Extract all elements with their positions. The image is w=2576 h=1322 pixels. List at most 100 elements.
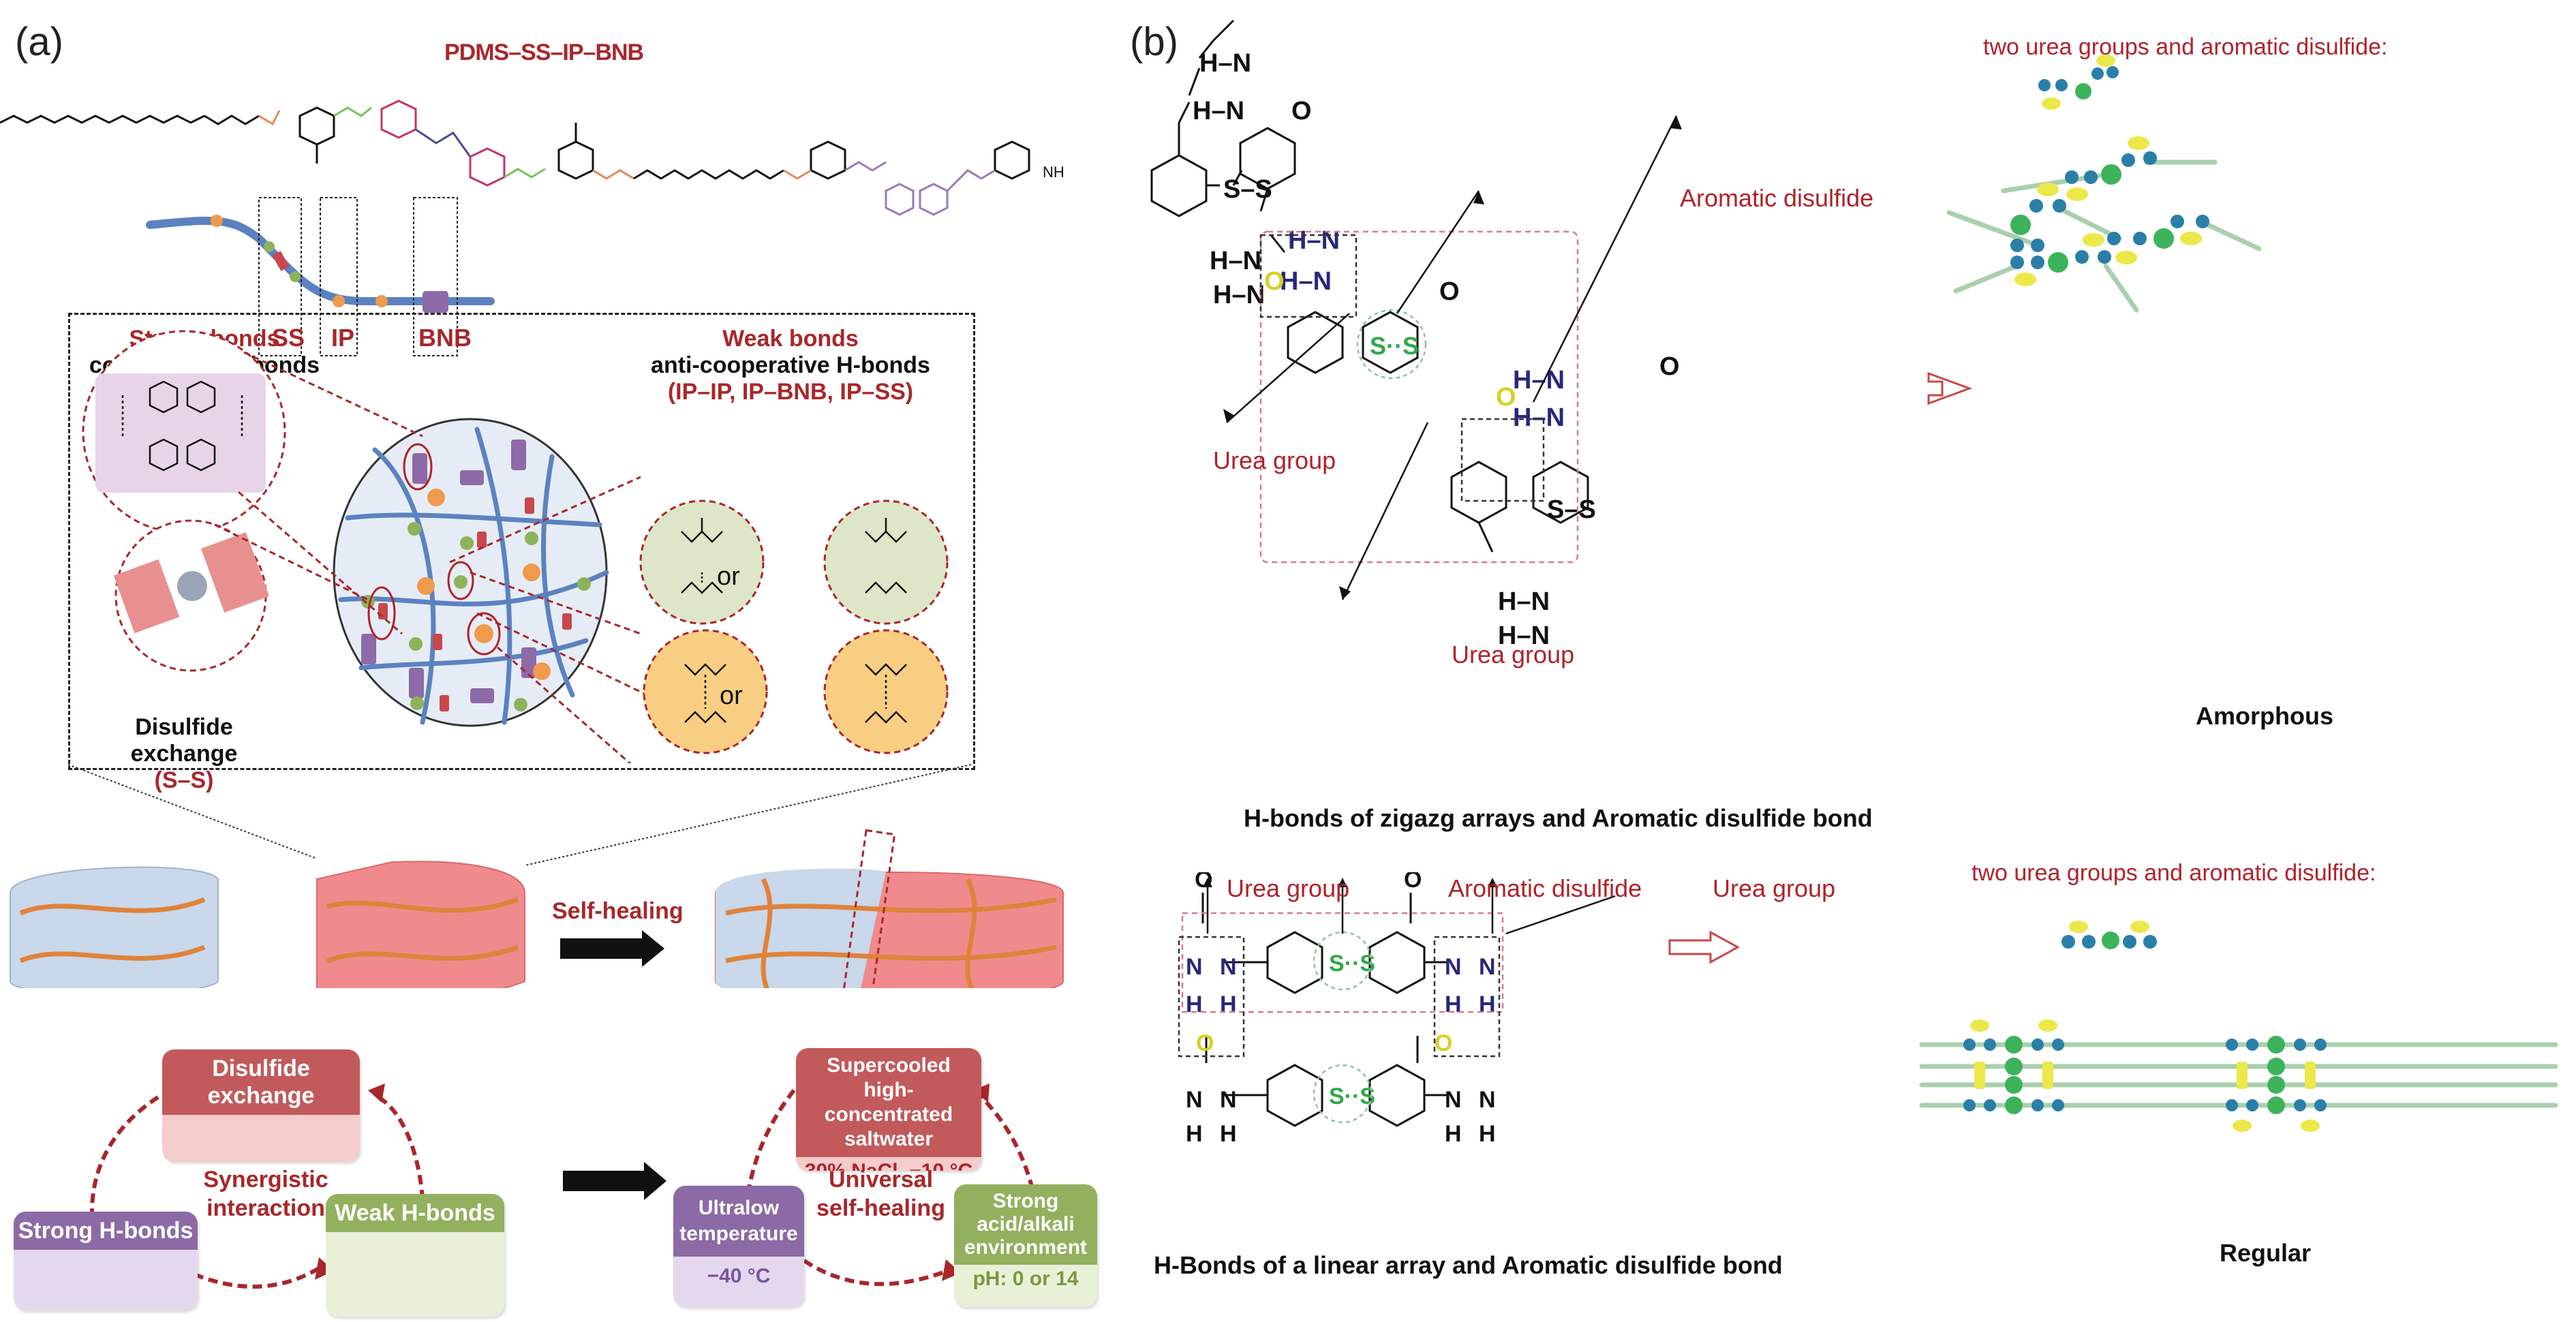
- cylinder-left-piece: [10, 866, 219, 988]
- arrow-right-icon: [560, 930, 664, 967]
- weak-bonds-heading: Weak bonds anti-cooperative H-bonds (IP–…: [630, 326, 951, 405]
- svg-text:O: O: [1435, 1030, 1452, 1056]
- svg-text:O: O: [1496, 383, 1516, 412]
- or-label-1: or: [717, 562, 740, 591]
- title-line: high-concentrated: [824, 1079, 953, 1126]
- regular-illustration: [1919, 921, 2558, 1132]
- polymer-title: PDMS–SS–IP–BNB: [444, 40, 644, 65]
- network-illustration: [82, 330, 949, 763]
- cycle-box-saltwater: Supercooled high-concentrated saltwater …: [796, 1048, 981, 1171]
- cylinder-right-piece: [316, 861, 525, 988]
- title-line: Strong: [992, 1190, 1059, 1212]
- morphology-amorphous: Amorphous: [2196, 702, 2333, 730]
- box-title: Disulfide exchange: [162, 1049, 360, 1115]
- label-components-bottom: two urea groups and aromatic disulfide:: [1972, 860, 2376, 886]
- cycle-box-strong-h-bonds: Strong H-bonds: [14, 1212, 198, 1310]
- label-aromatic-disulfide-top: Aromatic disulfide: [1680, 184, 1874, 212]
- ip-ip-circle-1: [639, 499, 765, 625]
- synergistic-interaction-label: Synergistic interaction: [198, 1165, 334, 1223]
- morphology-regular: Regular: [2220, 1239, 2312, 1267]
- svg-text:H–N: H–N: [1280, 267, 1332, 296]
- cycle-box-weak-h-bonds: Weak H-bonds: [326, 1194, 504, 1317]
- segment-label-bnb: BNB: [418, 324, 472, 352]
- svg-text:O: O: [1291, 97, 1312, 125]
- or-label-2: or: [720, 681, 743, 710]
- title-line: environment: [964, 1236, 1088, 1259]
- svg-text:N: N: [1186, 1087, 1203, 1113]
- svg-text:H–N: H–N: [1199, 49, 1251, 78]
- center-line-1: Universal: [828, 1167, 934, 1193]
- condition: pH: 0 or 14: [972, 1267, 1079, 1290]
- label-urea-group-top-1: Urea group: [1213, 446, 1336, 474]
- svg-text:N: N: [1445, 954, 1462, 980]
- svg-text:N: N: [1479, 1087, 1496, 1113]
- box-title: Weak H-bonds: [326, 1194, 504, 1232]
- box-title: Strong H-bonds: [14, 1212, 198, 1250]
- network-detail-box: [68, 313, 975, 770]
- svg-text:H: H: [1445, 992, 1462, 1017]
- caption-zigzag: H-bonds of zigazg arrays and Aromatic di…: [1244, 804, 1873, 832]
- svg-text:S–S: S–S: [1547, 495, 1596, 524]
- label-urea-group-top-2: Urea group: [1452, 641, 1575, 668]
- svg-text:S–S: S–S: [1223, 175, 1272, 204]
- svg-text:H: H: [1186, 1121, 1203, 1147]
- self-healing-label: Self-healing: [552, 898, 684, 924]
- svg-text:S··S: S··S: [1329, 1083, 1375, 1109]
- condition: −40 °C: [707, 1265, 771, 1287]
- svg-text:S··S: S··S: [1370, 332, 1419, 360]
- self-healing-illustration: [10, 764, 1064, 988]
- disulfide-exchange-heading: Disulfide exchange (S–S): [82, 714, 286, 794]
- svg-text:N: N: [1445, 1087, 1462, 1113]
- svg-text:O: O: [1439, 277, 1460, 306]
- title-line: saltwater: [844, 1128, 934, 1150]
- label-aromatic-disulfide-bottom: Aromatic disulfide: [1448, 874, 1642, 902]
- svg-text:H–N: H–N: [1513, 403, 1565, 432]
- svg-text:S··S: S··S: [1329, 951, 1375, 977]
- hollow-arrow-icon: [1668, 930, 1741, 964]
- ip-bead: [211, 215, 223, 227]
- center-line-1: Synergistic: [203, 1167, 328, 1193]
- panel-b-label: (b): [1130, 20, 1178, 64]
- caption-linear: H-Bonds of a linear array and Aromatic d…: [1154, 1251, 1783, 1279]
- svg-text:H–N: H–N: [1498, 621, 1550, 650]
- panel-a-label: (a): [15, 20, 63, 64]
- segment-label-ip: IP: [331, 324, 355, 352]
- svg-text:H–N: H–N: [1288, 226, 1340, 255]
- label-urea-group-right: Urea group: [1713, 874, 1836, 902]
- cycle-box-acid-alkali: Strong acid/alkali environment pH: 0 or …: [954, 1184, 1097, 1307]
- svg-text:N: N: [1220, 954, 1237, 980]
- center-line-2: interaction: [206, 1195, 325, 1221]
- cycle-box-disulfide-exchange: Disulfide exchange: [162, 1049, 360, 1162]
- title-line: Ultralow: [698, 1197, 780, 1219]
- svg-text:N: N: [1186, 954, 1203, 980]
- svg-text:H: H: [1445, 1121, 1462, 1147]
- svg-text:H–N: H–N: [1498, 587, 1550, 616]
- amorphous-illustration: [1946, 55, 2262, 313]
- ip-ip-circle-2: [823, 499, 949, 625]
- title-line: Supercooled: [827, 1054, 951, 1077]
- title-line: temperature: [679, 1223, 798, 1245]
- weak-bonds-subtitle: anti-cooperative H-bonds: [651, 352, 930, 378]
- title-line: acid/alkali: [977, 1213, 1075, 1235]
- svg-text:H: H: [1479, 1121, 1496, 1147]
- arrow-right-icon: [563, 1162, 666, 1200]
- disulfide-exchange-title: Disulfide exchange: [130, 714, 238, 767]
- svg-text:H–N: H–N: [1213, 281, 1265, 309]
- svg-text:O: O: [1659, 352, 1680, 381]
- disulfide-exchange-pair: (S–S): [154, 767, 214, 793]
- svg-text:N: N: [1220, 1087, 1237, 1113]
- universal-self-healing-label: Universal self-healing: [808, 1165, 954, 1223]
- svg-text:NH: NH: [1043, 164, 1064, 181]
- chain-schematic: [146, 197, 495, 356]
- svg-text:H–N: H–N: [1193, 97, 1244, 125]
- svg-text:H: H: [1479, 992, 1496, 1017]
- weak-bonds-pairs: (IP–IP, IP–BNB, IP–SS): [667, 379, 914, 405]
- svg-text:O: O: [1404, 872, 1422, 893]
- label-urea-group-left: Urea group: [1227, 874, 1350, 902]
- svg-text:H–N: H–N: [1210, 247, 1261, 275]
- svg-text:O: O: [1264, 267, 1285, 296]
- weak-bonds-title: Weak bonds: [722, 326, 859, 352]
- svg-text:N: N: [1479, 954, 1496, 980]
